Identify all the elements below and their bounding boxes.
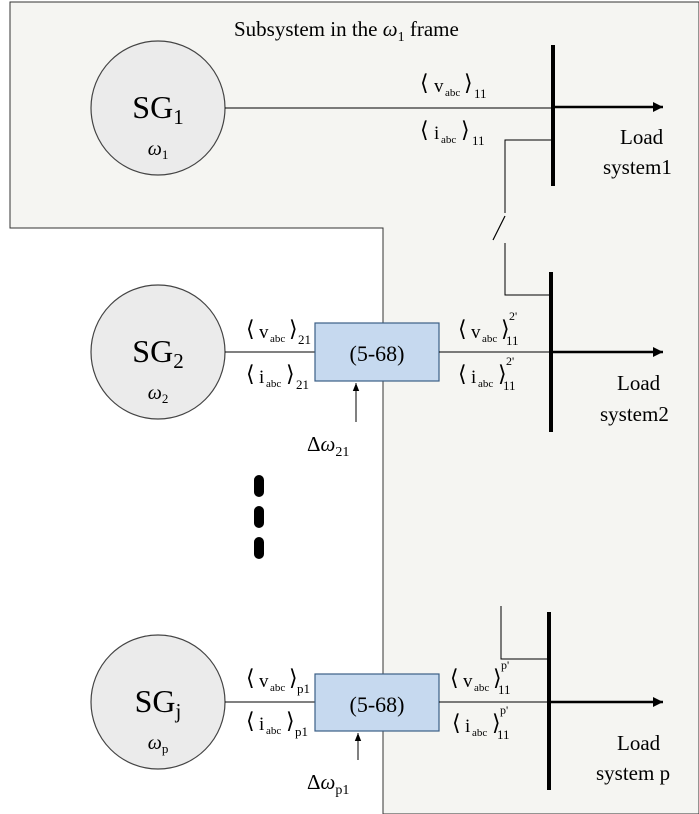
tie-line-lower bbox=[504, 243, 551, 296]
svg-text:11: 11 bbox=[498, 682, 511, 697]
tie-line-upper bbox=[504, 139, 553, 213]
tie-switch[interactable] bbox=[492, 215, 506, 241]
loadp-line2: system p bbox=[596, 761, 670, 785]
svg-text:⟨: ⟨ bbox=[246, 665, 255, 690]
sg2-voltage-in-signal: ⟨ v abc ⟩ 21 bbox=[246, 316, 311, 347]
svg-text:⟩: ⟩ bbox=[498, 361, 507, 386]
svg-text:p': p' bbox=[500, 703, 508, 717]
svg-text:v: v bbox=[434, 76, 444, 97]
sg1-current-signal: ⟨ i abc ⟩ 11 bbox=[420, 117, 485, 148]
sgj-current-in-signal: ⟨ i abc ⟩ p1 bbox=[246, 708, 308, 739]
svg-text:⟨: ⟨ bbox=[246, 708, 255, 733]
sgj-frequency: ωp bbox=[148, 732, 169, 756]
svg-text:11: 11 bbox=[474, 86, 487, 101]
svg-text:⟩: ⟩ bbox=[289, 665, 298, 690]
svg-text:⟨: ⟨ bbox=[450, 665, 459, 690]
svg-text:v: v bbox=[259, 322, 269, 343]
sg1-voltage-signal: ⟨ v abc ⟩ 11 bbox=[420, 70, 487, 101]
svg-text:⟩: ⟩ bbox=[289, 316, 298, 341]
svg-text:⟩: ⟩ bbox=[493, 665, 502, 690]
svg-text:2': 2' bbox=[506, 354, 514, 368]
svg-text:21: 21 bbox=[298, 332, 311, 347]
svg-text:11: 11 bbox=[472, 133, 485, 148]
converter-2-label: (5-68) bbox=[350, 341, 405, 366]
svg-text:v: v bbox=[463, 671, 473, 692]
svg-text:i: i bbox=[259, 367, 264, 388]
svg-text:i: i bbox=[259, 714, 264, 735]
svg-text:abc: abc bbox=[474, 682, 489, 694]
svg-text:⟨: ⟨ bbox=[246, 316, 255, 341]
svg-text:11: 11 bbox=[503, 378, 516, 393]
svg-text:⟩: ⟩ bbox=[286, 361, 295, 386]
svg-text:p1: p1 bbox=[295, 724, 308, 739]
svg-text:p1: p1 bbox=[297, 681, 310, 696]
busp-tie-line bbox=[500, 606, 549, 660]
svg-text:21: 21 bbox=[296, 377, 309, 392]
ellipsis-more-generators bbox=[254, 475, 264, 559]
svg-text:⟩: ⟩ bbox=[286, 708, 295, 733]
svg-text:i: i bbox=[471, 367, 476, 388]
svg-text:⟩: ⟩ bbox=[461, 117, 470, 142]
load2-line1: Load bbox=[617, 371, 661, 395]
converter-block-p bbox=[314, 673, 440, 732]
svg-text:abc: abc bbox=[478, 378, 493, 390]
svg-text:⟨: ⟨ bbox=[458, 316, 467, 341]
svg-text:⟩: ⟩ bbox=[501, 316, 510, 341]
svg-text:abc: abc bbox=[472, 727, 487, 739]
converter-p-label: (5-68) bbox=[350, 692, 405, 717]
sg2-label: SG2 bbox=[132, 333, 183, 373]
svg-text:v: v bbox=[471, 322, 481, 343]
sg2-voltage-out-signal: ⟨ v abc ⟩ 2' 11 bbox=[458, 309, 519, 348]
subsystem-title: Subsystem in the ω1 frame bbox=[234, 17, 459, 45]
svg-text:⟨: ⟨ bbox=[420, 70, 429, 95]
svg-text:abc: abc bbox=[270, 333, 285, 345]
load1-line2: system1 bbox=[603, 155, 672, 179]
svg-text:v: v bbox=[259, 671, 269, 692]
sgj-current-out-signal: ⟨ i abc ⟩ p' 11 bbox=[452, 703, 510, 742]
load1-line1: Load bbox=[620, 125, 664, 149]
sgj-voltage-out-signal: ⟨ v abc ⟩ p' 11 bbox=[450, 658, 511, 697]
subsystem-region bbox=[9, 1, 699, 814]
load2-line2: system2 bbox=[600, 402, 669, 426]
sg2-current-out-signal: ⟨ i abc ⟩ 2' 11 bbox=[458, 354, 516, 393]
svg-text:abc: abc bbox=[445, 87, 460, 99]
sg1-label: SG1 bbox=[132, 89, 183, 129]
svg-text:abc: abc bbox=[270, 682, 285, 694]
svg-text:⟩: ⟩ bbox=[492, 710, 501, 735]
svg-text:11: 11 bbox=[506, 333, 519, 348]
svg-text:i: i bbox=[434, 123, 439, 144]
sg2-current-in-signal: ⟨ i abc ⟩ 21 bbox=[246, 361, 309, 392]
svg-text:abc: abc bbox=[482, 333, 497, 345]
delta-omega-21-label: Δω21 bbox=[307, 432, 349, 460]
svg-text:⟩: ⟩ bbox=[464, 70, 473, 95]
svg-text:p': p' bbox=[501, 658, 509, 672]
svg-text:abc: abc bbox=[266, 378, 281, 390]
svg-text:11: 11 bbox=[497, 727, 510, 742]
sgj-voltage-in-signal: ⟨ v abc ⟩ p1 bbox=[246, 665, 310, 696]
svg-text:2': 2' bbox=[509, 309, 517, 323]
sgj-label: SGj bbox=[135, 683, 182, 723]
svg-text:⟨: ⟨ bbox=[452, 710, 461, 735]
sg2-frequency: ω2 bbox=[148, 382, 169, 406]
sg1-frequency: ω1 bbox=[148, 138, 169, 162]
converter-block-2 bbox=[314, 322, 440, 382]
svg-text:abc: abc bbox=[441, 134, 456, 146]
loadp-line1: Load bbox=[617, 731, 661, 755]
svg-text:abc: abc bbox=[266, 725, 281, 737]
svg-text:⟨: ⟨ bbox=[420, 117, 429, 142]
svg-text:⟨: ⟨ bbox=[246, 361, 255, 386]
delta-omega-p1-label: Δωp1 bbox=[307, 770, 349, 798]
svg-text:i: i bbox=[465, 716, 470, 737]
svg-text:⟨: ⟨ bbox=[458, 361, 467, 386]
